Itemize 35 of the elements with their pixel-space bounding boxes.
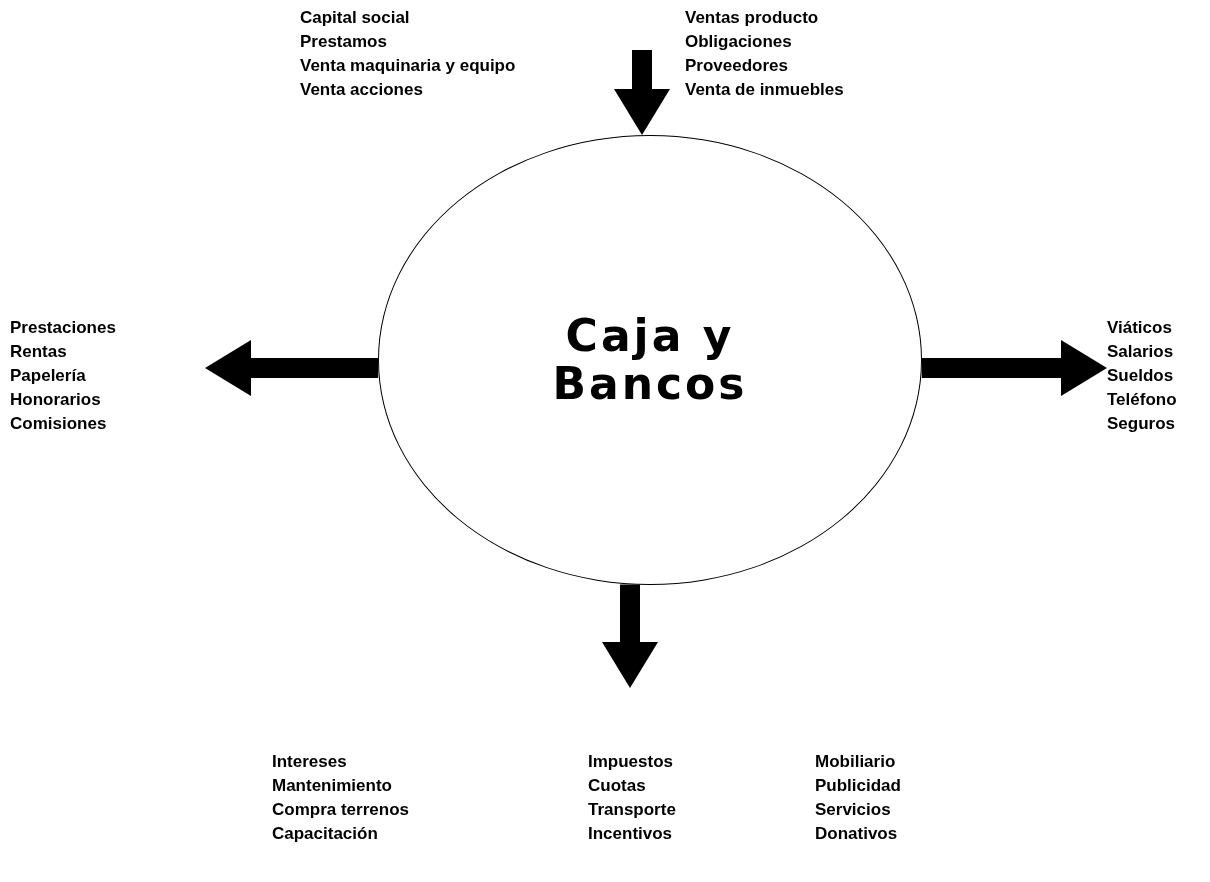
list-item: Transporte xyxy=(588,799,677,821)
list-item: Comisiones xyxy=(10,413,108,435)
block-arrow xyxy=(921,340,1107,396)
list-item: Salarios xyxy=(1107,341,1175,363)
list-item: Publicidad xyxy=(815,775,902,797)
block-arrow xyxy=(614,50,670,136)
list-item: Rentas xyxy=(10,341,68,363)
list-item: Impuestos xyxy=(588,751,675,773)
list-item: Venta acciones xyxy=(300,79,424,101)
list-item: Intereses xyxy=(272,751,348,773)
list-item: Honorarios xyxy=(10,389,102,411)
list-item: Sueldos xyxy=(1107,365,1175,387)
list-item: Proveedores xyxy=(685,55,789,77)
list-item: Incentivos xyxy=(588,823,674,845)
list-item: Capacitación xyxy=(272,823,379,845)
list-item: Mantenimiento xyxy=(272,775,393,797)
list-item: Mobiliario xyxy=(815,751,897,773)
list-item: Obligaciones xyxy=(685,31,793,53)
list-item: Donativos xyxy=(815,823,899,845)
list-item: Venta maquinaria y equipo xyxy=(300,55,517,77)
list-item: Seguros xyxy=(1107,413,1177,435)
list-item: Prestaciones xyxy=(10,317,117,339)
node-title: Caja y Bancos xyxy=(551,312,749,408)
block-arrow xyxy=(602,584,658,688)
block-arrow xyxy=(205,340,379,396)
list-item: Capital social xyxy=(300,7,411,29)
list-item: Servicios xyxy=(815,799,892,821)
list-item: Papelería xyxy=(10,365,87,387)
list-item: Venta de inmuebles xyxy=(685,79,845,101)
list-item: Teléfono xyxy=(1107,389,1178,411)
list-item: Viáticos xyxy=(1107,317,1173,339)
list-item: Prestamos xyxy=(300,31,388,53)
list-item: Cuotas xyxy=(588,775,647,797)
list-item: Ventas producto xyxy=(685,7,820,29)
list-item: Compra terrenos xyxy=(272,799,410,821)
